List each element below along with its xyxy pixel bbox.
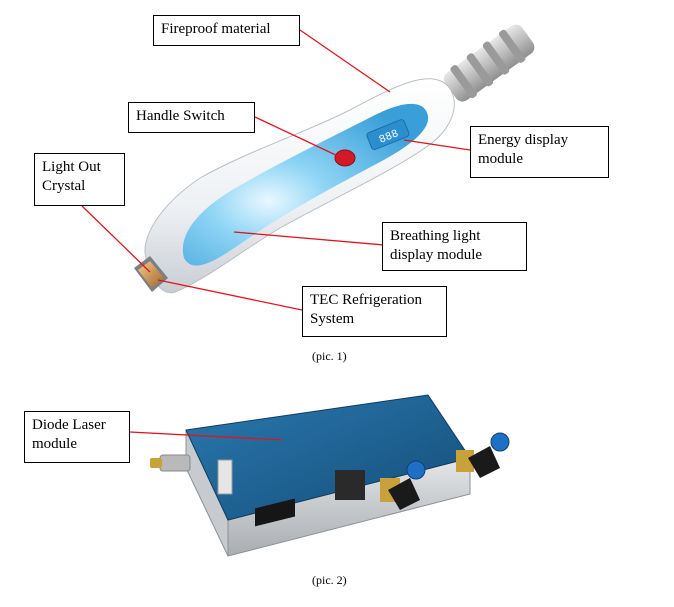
leader-tec xyxy=(157,279,303,311)
leader-energy-display xyxy=(403,139,471,151)
water-connector-1 xyxy=(380,460,426,510)
water-connector-2 xyxy=(456,432,510,478)
connector-block xyxy=(335,470,365,500)
fireproof-sleeve xyxy=(443,24,535,102)
leader-fireproof xyxy=(299,29,391,93)
side-window xyxy=(255,498,295,527)
leader-handle-switch xyxy=(254,116,341,158)
diode-laser-unit xyxy=(150,394,510,557)
label-fireproof-material: Fireproof material xyxy=(153,15,300,46)
handle-switch-button[interactable] xyxy=(334,149,356,167)
label-light-out-crystal: Light Out Crystal xyxy=(34,153,125,206)
caption-pic-1: (pic. 1) xyxy=(312,349,347,363)
serial-sticker xyxy=(217,459,233,495)
caption-pic-2: (pic. 2) xyxy=(312,573,347,587)
label-handle-switch: Handle Switch xyxy=(128,102,255,133)
label-energy-display-module: Energy display module xyxy=(470,126,609,178)
label-diode-laser-module: Diode Laser module xyxy=(24,411,130,463)
breathing-light-panel xyxy=(182,103,429,266)
leader-lines-pic1 xyxy=(81,29,471,311)
fiber-inlet xyxy=(150,454,191,472)
leader-light-out xyxy=(81,205,151,273)
handpiece: 888 xyxy=(134,24,535,294)
leader-diode-laser xyxy=(129,431,283,441)
leader-breathing-light xyxy=(233,231,385,246)
label-tec-refrigeration-system: TEC Refrigeration System xyxy=(302,286,447,337)
label-breathing-light-display-module: Breathing light display module xyxy=(382,222,527,271)
energy-display: 888 xyxy=(366,119,410,151)
